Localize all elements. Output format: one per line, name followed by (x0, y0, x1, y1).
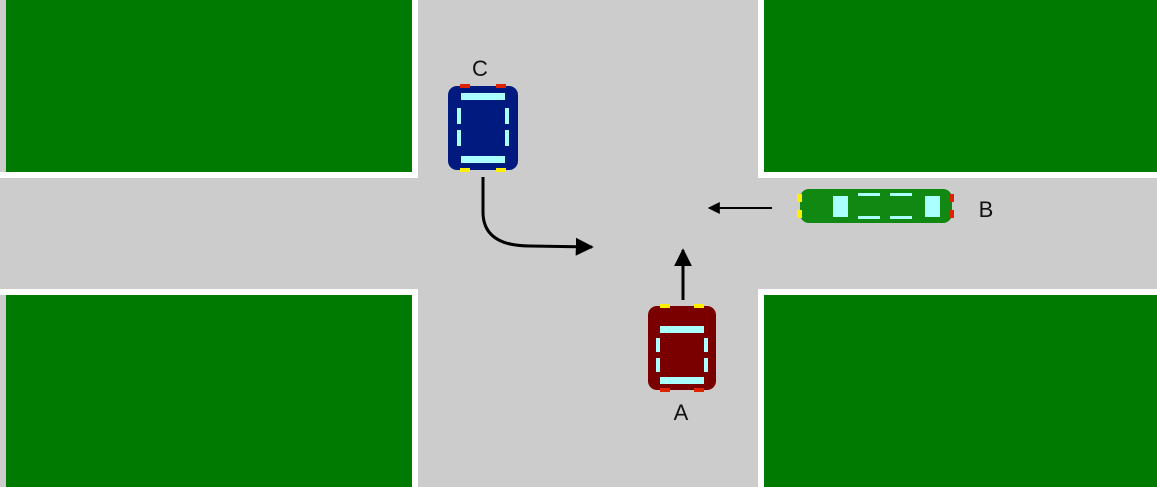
grass-block-bottom-right (764, 295, 1157, 487)
car-b-headlight-top (797, 194, 802, 202)
car-a-taillight-right (694, 388, 704, 392)
car-b-taillight-top (950, 194, 954, 202)
car-b-label: B (979, 197, 994, 222)
car-a-rear-window (660, 377, 704, 384)
car-c-front-window (461, 156, 505, 163)
car-a-label: A (674, 400, 689, 425)
car-a-headlight-right (694, 304, 704, 308)
car-a-headlight-left (660, 304, 670, 308)
car-b-rear-window (925, 196, 940, 217)
car-a-taillight-left (660, 388, 670, 392)
car-a (648, 304, 716, 392)
car-c-headlight-right (496, 168, 506, 172)
car-c-rear-window (461, 93, 505, 100)
car-a-front-window (660, 326, 704, 333)
car-c-label: C (472, 56, 488, 81)
grass-block-top-left (6, 0, 412, 172)
car-c (448, 84, 518, 172)
grass-block-bottom-left (6, 295, 412, 487)
car-b (797, 189, 954, 223)
car-b-front-window (833, 196, 848, 217)
car-b-taillight-bottom (950, 210, 954, 218)
car-b-headlight-bottom (797, 210, 802, 218)
grass-block-top-right (764, 0, 1157, 172)
car-c-headlight-left (460, 168, 470, 172)
car-c-taillight-right (496, 84, 506, 88)
car-c-taillight-left (460, 84, 470, 88)
